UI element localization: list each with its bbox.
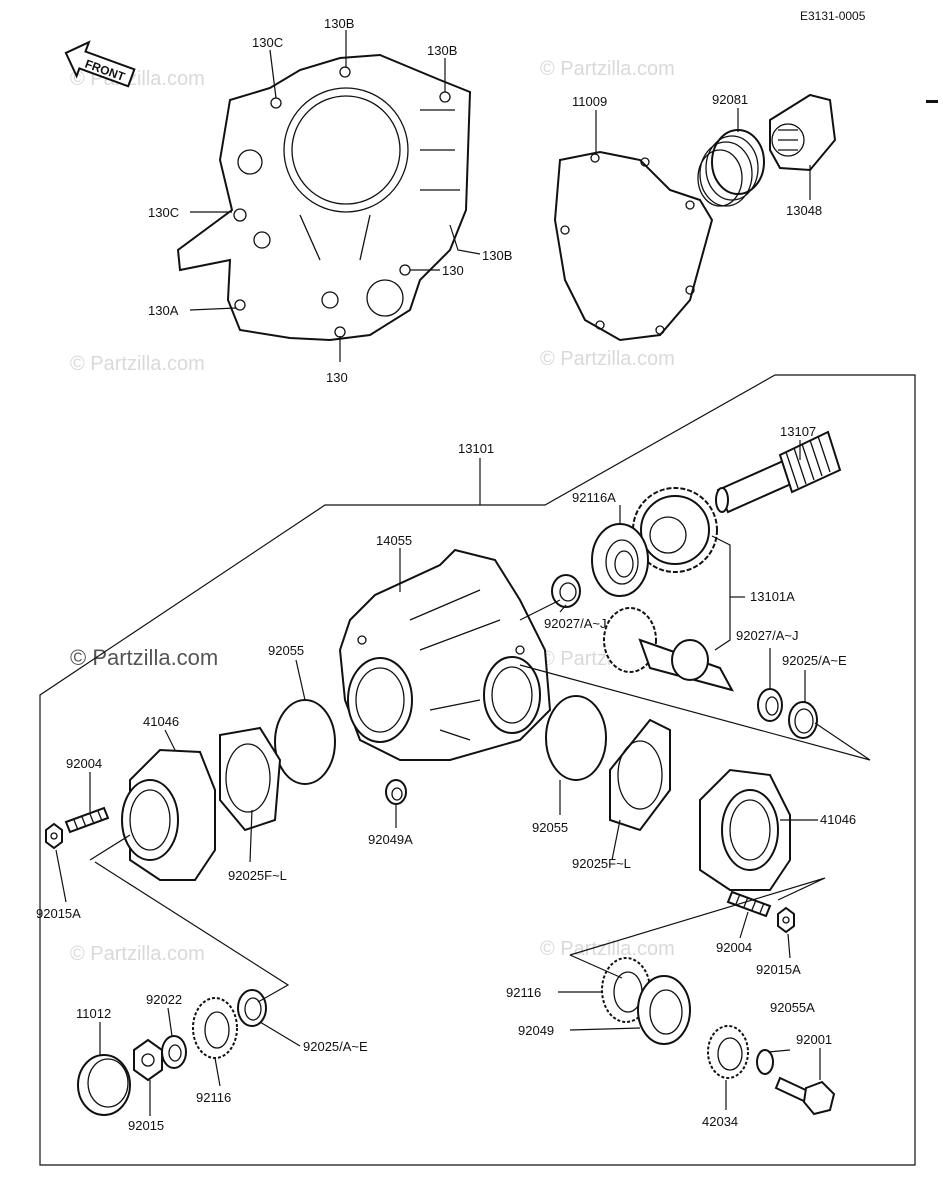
shaft-13107 [715, 430, 842, 514]
ring-92055A [756, 1049, 774, 1075]
callout-130B-side: 130B [482, 248, 512, 263]
bearing-92116-left [192, 997, 238, 1059]
callout-92004-left: 92004 [66, 756, 102, 771]
watermark: © Partzilla.com [540, 58, 675, 80]
o-ring-92055-left [274, 699, 336, 785]
callout-13101A: 13101A [750, 589, 795, 604]
shim-92025FL-left [219, 726, 282, 832]
callout-92116-left: 92116 [196, 1090, 231, 1105]
watermark: © Partzilla.com [540, 348, 675, 370]
callout-92001: 92001 [796, 1032, 832, 1047]
callout-130C-top: 130C [252, 35, 283, 50]
callout-92025-AE-bottom: 92025/A~E [303, 1039, 368, 1054]
seal-92049 [637, 975, 691, 1045]
watermark: © Partzilla.com [540, 938, 675, 960]
callout-92055-right: 92055 [532, 820, 568, 835]
callout-92027-upper: 92027/A~J [544, 616, 607, 631]
callout-92081: 92081 [712, 92, 748, 107]
callout-13107: 13107 [780, 424, 816, 439]
stud-92004-left [64, 806, 110, 834]
nut-92015 [133, 1038, 163, 1082]
callout-11012: 11012 [76, 1006, 111, 1021]
callout-41046-right: 41046 [820, 812, 856, 827]
callout-130-bottom: 130 [326, 370, 348, 385]
callout-92049A: 92049A [368, 832, 413, 847]
nut-92015A-right [777, 906, 795, 934]
callout-14055: 14055 [376, 533, 412, 548]
callout-92025FL-right: 92025F~L [572, 856, 631, 871]
nut-92049A [385, 779, 407, 805]
callout-130B-right: 130B [427, 43, 457, 58]
washer-92022 [161, 1035, 187, 1069]
gear-13101A [632, 487, 718, 573]
cam-13048 [769, 93, 837, 172]
gasket-11009 [553, 150, 714, 342]
callout-92015A-right: 92015A [756, 962, 801, 977]
callout-13101: 13101 [458, 441, 494, 456]
bearing-housing-41046-left [121, 748, 216, 881]
gear-case-14055 [338, 548, 552, 761]
bolt-92001 [774, 1076, 836, 1116]
callout-92055-left: 92055 [268, 643, 304, 658]
ring-92025-bottom [237, 989, 267, 1027]
callout-92015: 92015 [128, 1118, 164, 1133]
watermark: © Partzilla.com [70, 353, 205, 375]
stud-92004-right [726, 890, 772, 918]
spring-92081 [697, 129, 765, 207]
callout-130-right: 130 [442, 263, 464, 278]
callout-11009: 11009 [572, 94, 607, 109]
callout-92025-AE-right: 92025/A~E [782, 653, 847, 668]
callout-130B-top: 130B [324, 16, 354, 31]
callout-92022: 92022 [146, 992, 182, 1007]
shim-92025FL-right [609, 718, 671, 832]
callout-42034: 42034 [702, 1114, 738, 1129]
reference-code: E3131-0005 [800, 9, 866, 23]
crankcase-cover [176, 53, 472, 342]
callout-92116A: 92116A [572, 490, 616, 505]
nut-92015A-left [45, 822, 63, 850]
callout-92004-right: 92004 [716, 940, 752, 955]
callout-92116-right: 92116 [506, 985, 541, 1000]
watermark-prominent: © Partzilla.com [70, 645, 218, 670]
callout-41046-left: 41046 [143, 714, 179, 729]
callout-92049: 92049 [518, 1023, 554, 1038]
callout-13048: 13048 [786, 203, 822, 218]
collar-92027-right [757, 688, 783, 722]
assembly-lines [89, 599, 871, 1003]
leader-lines [55, 30, 821, 1116]
callout-labels: 130B 130C 130B 130C 130B 130 130A 130 11… [36, 16, 856, 1133]
bearing-92116A [591, 523, 649, 597]
callout-92027-right: 92027/A~J [736, 628, 799, 643]
gear-42034 [707, 1025, 749, 1079]
assembly-boundary [39, 374, 916, 1166]
ring-92025-right [788, 701, 818, 739]
bearing-housing-41046-right [699, 768, 791, 891]
collar-92027-upper [551, 574, 581, 608]
callout-130C-left: 130C [148, 205, 179, 220]
callout-130A: 130A [148, 303, 179, 318]
callout-92025FL-left: 92025F~L [228, 868, 287, 883]
callout-92015A-left: 92015A [36, 906, 81, 921]
o-ring-92055-right [545, 695, 607, 781]
callout-92055A: 92055A [770, 1000, 815, 1015]
cap-11012 [77, 1054, 131, 1116]
watermark: © Partzilla.com [70, 943, 205, 965]
edge-mark [926, 100, 938, 103]
bevel-gear-shaft [603, 607, 734, 692]
